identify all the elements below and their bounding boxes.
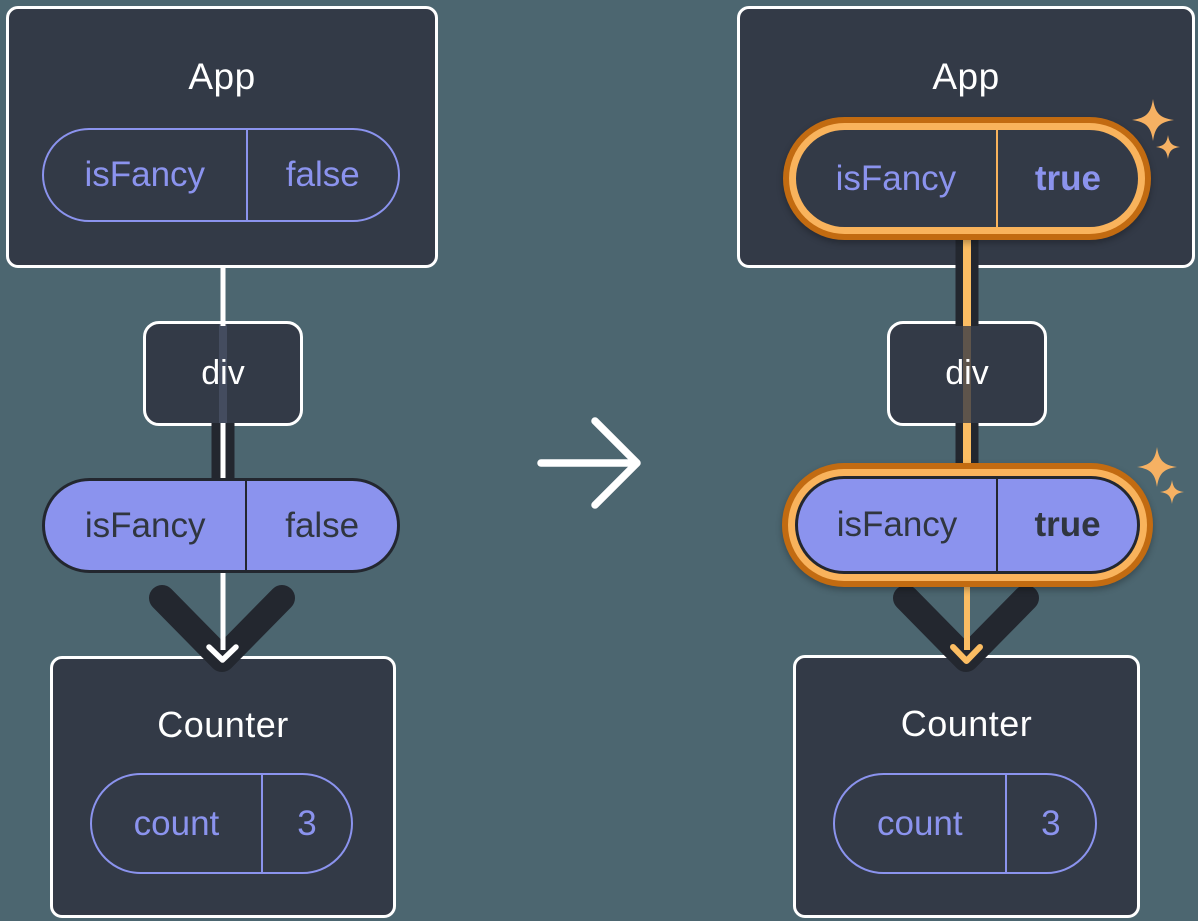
- state-value: 3: [297, 803, 317, 843]
- prop-pass-stripe: [219, 324, 227, 423]
- prop-name: isFancy: [798, 479, 998, 571]
- sparkle-icon: [1137, 447, 1177, 487]
- app-state-pill-right-highlighted: isFancy true: [783, 117, 1151, 240]
- counter-title-right: Counter: [900, 703, 1033, 744]
- prop-arrowhead-icon-fancy: [893, 578, 1039, 672]
- state-value: 3: [1041, 803, 1061, 843]
- div-node-right: div: [887, 321, 1047, 426]
- div-node-left: div: [143, 321, 303, 426]
- transition-arrow-icon: [537, 417, 641, 509]
- prop-pill-right-highlighted: isFancy true: [782, 463, 1153, 587]
- div-label-right: div: [945, 354, 989, 392]
- app-state-pill-left: isFancy false: [42, 128, 400, 222]
- sparkle-icon: [1160, 480, 1184, 504]
- state-value: true: [1034, 158, 1101, 198]
- prop-arrowhead-icon: [149, 570, 295, 672]
- state-value: false: [285, 155, 360, 194]
- prop-name: isFancy: [45, 481, 248, 570]
- prop-pill-left: isFancy false: [42, 478, 400, 573]
- app-title-right: App: [932, 56, 1000, 97]
- state-name: count: [92, 775, 263, 872]
- state-name: isFancy: [44, 130, 248, 220]
- state-name: isFancy: [796, 130, 998, 227]
- prop-pass-stripe: [963, 324, 971, 423]
- counter-state-pill-left: count 3: [90, 773, 353, 874]
- state-name: count: [835, 775, 1007, 872]
- prop-value: true: [1034, 505, 1101, 544]
- counter-title-left: Counter: [157, 704, 289, 745]
- prop-value: false: [285, 505, 360, 545]
- app-title-left: App: [188, 56, 256, 97]
- counter-state-pill-right: count 3: [833, 773, 1097, 874]
- div-label-left: div: [201, 354, 245, 392]
